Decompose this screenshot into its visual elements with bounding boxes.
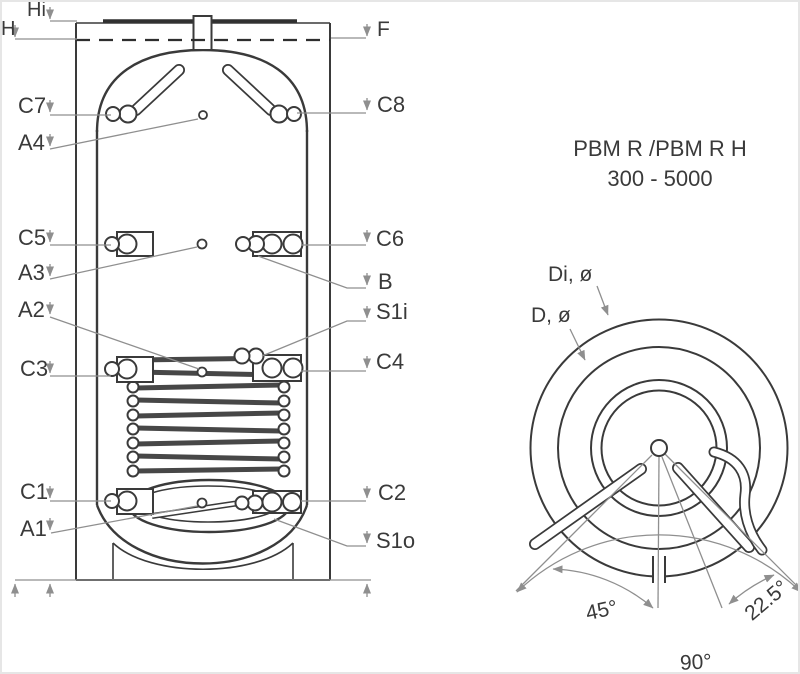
connection-pipes: [529, 446, 768, 556]
a3-hole: [196, 238, 208, 250]
center-port: [650, 439, 668, 457]
a2-hole: [196, 366, 208, 378]
product-name: PBM R /PBM R H: [573, 136, 747, 161]
label-c4: C4: [376, 349, 404, 374]
label-a1: A1: [20, 516, 47, 541]
label-c8: C8: [377, 92, 405, 117]
front-view: Hi H F C7 A4 C5 A3 A2 C3 C1 A1 C8 C6 B S…: [2, 2, 415, 597]
label-angle-45: 45°: [584, 596, 620, 625]
s1i-inlet: [247, 347, 265, 365]
leader-lines: [11, 7, 371, 547]
label-a4: A4: [18, 130, 45, 155]
label-c3: C3: [20, 356, 48, 381]
label-hi: Hi: [27, 2, 46, 21]
label-angle-90: 90°: [679, 650, 712, 672]
top-port-stub: [192, 15, 213, 51]
label-a2: A2: [18, 297, 45, 322]
c3-nozzle: [104, 356, 154, 383]
label-c5: C5: [18, 225, 46, 250]
top-view: 45° 22.5° 90° Di, ø D, ø: [515, 263, 798, 672]
c1-nozzle: [104, 488, 154, 515]
c7-nozzle: [105, 64, 185, 124]
label-c6: C6: [376, 226, 404, 251]
c8-nozzle: [222, 64, 302, 124]
label-s1o: S1o: [376, 528, 415, 553]
c6-nozzle: [235, 231, 304, 257]
connection-nozzles: [104, 64, 304, 515]
bottom-stub: [652, 556, 666, 583]
s1o-outlet: [246, 494, 264, 512]
product-range: 300 - 5000: [607, 166, 712, 191]
label-a3: A3: [18, 260, 45, 285]
label-h: H: [2, 18, 15, 40]
front-view-labels: Hi H F C7 A4 C5 A3 A2 C3 C1 A1 C8 C6 B S…: [2, 2, 415, 553]
c5-nozzle: [104, 231, 154, 257]
dimension-baseline: [11, 579, 371, 597]
right-45deg-pipe: [672, 462, 755, 553]
a4-hole: [198, 110, 208, 120]
label-c1: C1: [20, 479, 48, 504]
a1-hole: [196, 497, 208, 509]
label-f: F: [377, 18, 390, 41]
label-b: B: [378, 269, 393, 294]
left-45deg-pipe: [529, 463, 647, 550]
sensor-holes: [196, 110, 208, 509]
label-outer-diameter: D, ø: [531, 304, 571, 327]
tank-outline: [75, 15, 331, 581]
curved-coil-pipe: [708, 446, 768, 556]
label-angle-225: 22.5°: [740, 576, 793, 625]
diameter-annotations: Di, ø D, ø: [531, 263, 609, 361]
label-inner-diameter: Di, ø: [548, 263, 593, 286]
label-c7: C7: [18, 93, 46, 118]
product-title: PBM R /PBM R H 300 - 5000: [573, 136, 747, 191]
label-s1i: S1i: [376, 299, 408, 324]
c2-nozzle: [234, 490, 302, 514]
label-c2: C2: [378, 480, 406, 505]
